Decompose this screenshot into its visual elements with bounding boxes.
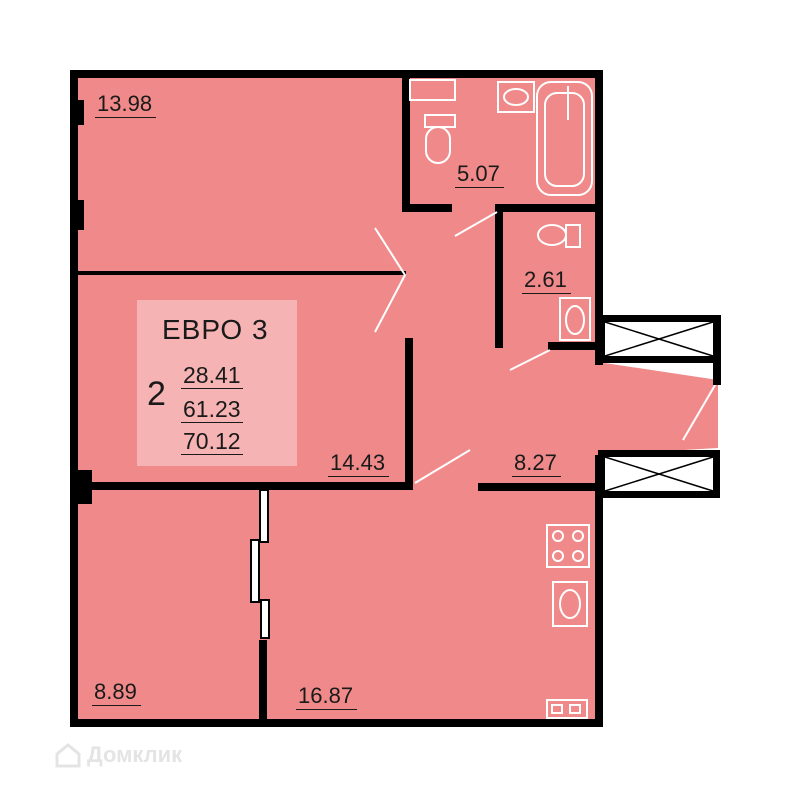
toilet-wall-bottom [548,342,598,350]
hall-wall-bottom [478,483,601,491]
bathroom-wall-left [402,76,410,212]
outer-wall-right-top [595,70,603,365]
fridge-icon [546,699,588,719]
bedroom-partition [76,271,406,275]
apartment-type: ЕВРО 3 [162,314,269,345]
room-area-bedroom-small: 8.89 [92,680,141,706]
room-area-bedroom-top: 13.98 [95,92,157,118]
total-area: 61.23 [181,396,243,423]
living-wall-right [405,338,413,490]
window-bottom [598,450,720,498]
watermark-text: Домклик [87,742,183,767]
sink-icon [497,81,535,113]
hall-balcony-fill [598,362,718,455]
toilet-small-icon [537,224,581,248]
living-area: 28.41 [181,362,243,389]
house-icon [55,743,81,768]
room-area-bathroom: 5.07 [455,162,504,188]
room-area-living: 14.43 [328,451,390,477]
living-wall-bottom [76,482,413,490]
bathroom-wall-bottom [402,204,452,212]
stove-icon [546,524,590,568]
outer-wall-bottom [70,719,603,727]
room-fills [76,76,718,722]
wall-niche-fill [76,76,406,276]
window-top [598,315,720,363]
washbasin-icon [559,297,591,341]
washer-icon [409,79,456,101]
toilet-wall-left [495,204,503,348]
door-swings [374,211,719,484]
room-count: 2 [147,375,166,413]
outer-wall-top [70,70,603,78]
kitchen-partition-lower [259,640,267,725]
outer-wall-right-bottom [595,455,603,727]
balcony-right-wall [713,315,721,385]
left-wall-thick-2 [70,200,84,230]
room-area-kitchen: 16.87 [296,684,358,710]
outer-wall-left [70,70,78,727]
walls [70,70,603,727]
left-wall-thick-1 [70,100,84,125]
room-area-hall: 8.27 [512,451,561,477]
kitchen-sink-icon [552,581,588,627]
apartment-info-box: ЕВРО 3 2 28.41 61.23 70.12 [137,300,297,466]
sliding-door [250,489,270,639]
watermark: Домклик [55,742,182,768]
bathtub-icon [536,81,593,196]
bathroom-wall-bottom-right [497,204,601,212]
room-area-toilet: 2.61 [522,268,571,294]
total-area-with-balcony: 70.12 [181,428,243,455]
toilet-icon [424,114,456,164]
